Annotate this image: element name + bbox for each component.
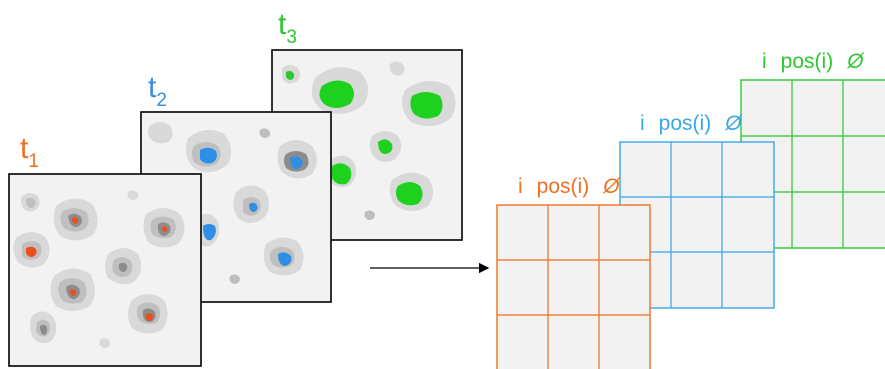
blob bbox=[203, 224, 216, 241]
frame-label-t1: t1 bbox=[20, 132, 39, 172]
frame-t2-blobs bbox=[148, 122, 317, 284]
blob bbox=[364, 210, 375, 220]
blob bbox=[229, 274, 240, 284]
blob bbox=[26, 197, 36, 208]
blob bbox=[118, 262, 128, 272]
blob bbox=[200, 147, 217, 164]
blob bbox=[389, 61, 405, 76]
blob bbox=[127, 190, 139, 200]
blob bbox=[25, 246, 37, 257]
blob bbox=[249, 202, 258, 212]
blob bbox=[162, 226, 168, 232]
table-1-grid bbox=[497, 205, 650, 369]
frame-label-t3: t3 bbox=[278, 8, 297, 48]
blob bbox=[40, 324, 48, 335]
frame-label-t2: t2 bbox=[148, 71, 167, 111]
blob bbox=[148, 122, 173, 144]
blob bbox=[99, 338, 111, 348]
blob bbox=[290, 156, 303, 170]
blob bbox=[332, 163, 352, 185]
blob bbox=[410, 92, 443, 119]
blob bbox=[285, 70, 295, 80]
blob bbox=[396, 182, 423, 206]
frame-t3-blobs bbox=[282, 61, 456, 220]
table-1-background bbox=[496, 204, 651, 369]
blob bbox=[259, 128, 271, 138]
blob bbox=[72, 217, 79, 224]
frame-t1-blobs bbox=[13, 190, 185, 348]
blob bbox=[70, 289, 77, 296]
blob bbox=[378, 139, 393, 154]
blob bbox=[319, 80, 354, 108]
blob bbox=[278, 252, 292, 266]
blob bbox=[145, 313, 154, 321]
frame-t1 bbox=[8, 173, 202, 367]
